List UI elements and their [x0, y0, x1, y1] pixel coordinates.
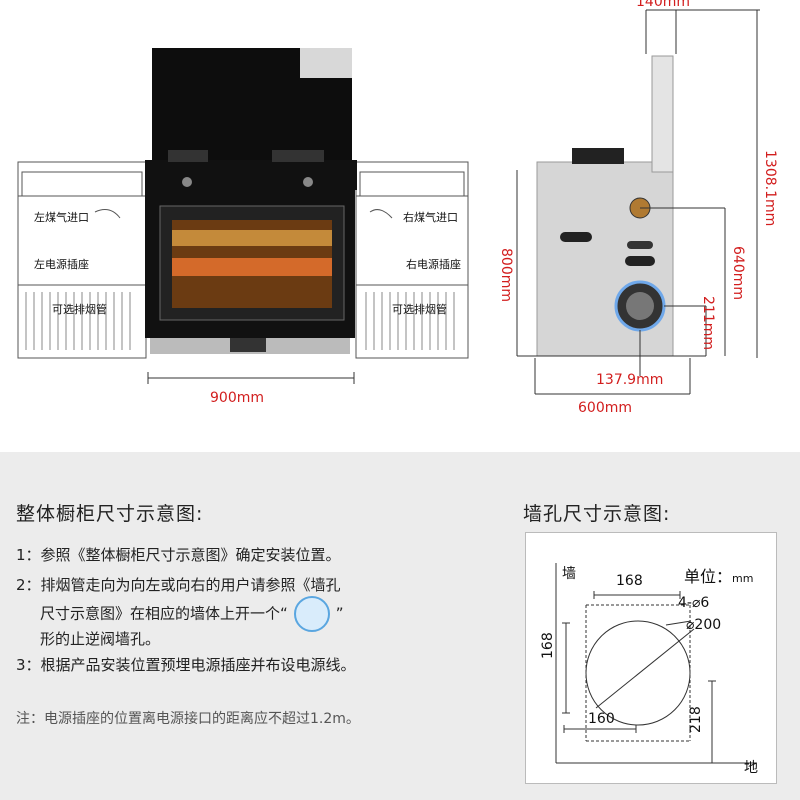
ground-label: 地	[744, 760, 758, 776]
wall-hole-diagram: 墙 单位：mm 168 4-⌀6 ⌀200 168 160 218 地	[525, 532, 777, 784]
dim-140-label: 140mm	[636, 0, 690, 10]
instruction-item-2a: 2：排烟管走向为向左或向右的用户请参照《墙孔	[16, 576, 341, 594]
dim-4-holes: 4-⌀6	[678, 595, 710, 611]
dim-600-label: 600mm	[578, 400, 632, 416]
left-cabinet	[17, 161, 147, 359]
dim-137-label: 137.9mm	[596, 372, 664, 388]
cabinet-heading: 整体橱柜尺寸示意图:	[16, 503, 204, 525]
dim-800-label: 800mm	[498, 248, 514, 302]
power-note: 注：电源插座的位置离电源接口的距离应不超过1.2m。	[16, 711, 360, 727]
diagram-graphics	[17, 9, 760, 395]
wall-hole-heading: 墙孔尺寸示意图:	[523, 503, 671, 525]
product-diagram-area: 左煤气进口 左电源插座 可选排烟管 右煤气进口 右电源插座 可选排烟管 900m…	[17, 0, 778, 416]
wall-hole-graphics	[555, 563, 756, 764]
right-exhaust-pipe-label: 可选排烟管	[392, 303, 447, 316]
round-hole-icon	[293, 596, 330, 632]
dim-diameter-200: ⌀200	[686, 617, 722, 633]
instruction-item-2b-close: ”	[335, 604, 344, 623]
side-view-appliance	[536, 55, 674, 357]
dim-1308-label: 1308.1mm	[762, 150, 778, 227]
instruction-item-2c: 形的止逆阀墙孔。	[40, 630, 161, 648]
unit-value: mm	[732, 572, 754, 585]
dim-218: 218	[688, 706, 704, 733]
instruction-item-1: 1：参照《整体橱柜尺寸示意图》确定安装位置。	[16, 546, 341, 564]
wall-label: 墙	[562, 566, 576, 582]
unit-label-text: 单位：	[684, 567, 733, 586]
right-cabinet	[355, 161, 469, 359]
dim-640-label: 640mm	[730, 246, 746, 300]
dim-168-left: 168	[540, 632, 556, 659]
left-power-socket-label: 左电源插座	[34, 258, 89, 271]
range-appliance	[145, 48, 357, 354]
right-power-socket-label: 右电源插座	[406, 258, 461, 271]
left-exhaust-pipe-label: 可选排烟管	[52, 303, 107, 316]
instruction-item-2b-text: 尺寸示意图》在相应的墙体上开一个“	[40, 604, 288, 623]
left-gas-inlet-label: 左煤气进口	[34, 211, 89, 224]
instruction-item-3: 3：根据产品安装位置预埋电源插座并布设电源线。	[16, 656, 356, 674]
unit-label: 单位：mm	[684, 563, 753, 587]
dim-168-top: 168	[616, 573, 643, 589]
dim-211-label: 211mm	[700, 296, 716, 350]
width-900-label: 900mm	[210, 390, 264, 406]
instruction-item-2b: 尺寸示意图》在相应的墙体上开一个“ ”	[40, 596, 344, 632]
dim-160: 160	[588, 711, 615, 727]
right-gas-inlet-label: 右煤气进口	[403, 211, 458, 224]
